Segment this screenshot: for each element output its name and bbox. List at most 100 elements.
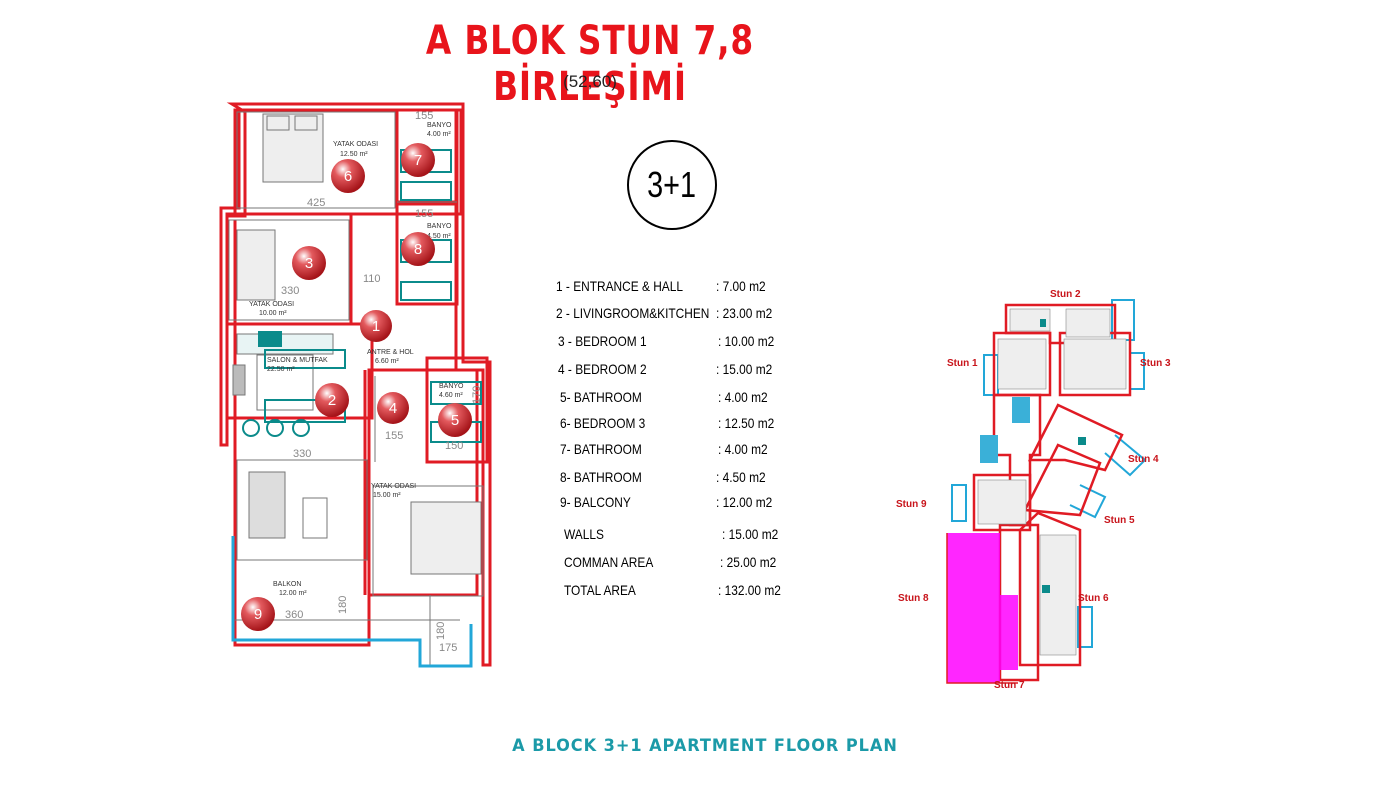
dimension-label: 360 [285, 609, 303, 621]
room-area: 22.50 m² [267, 366, 295, 373]
dimension-label: 330 [281, 285, 299, 297]
room-marker-2: 2 [315, 383, 349, 417]
room-area: 4.50 m² [427, 233, 451, 240]
room-marker-5: 5 [438, 403, 472, 437]
area-row-value: : 10.00 m2 [718, 333, 775, 349]
svg-text:7: 7 [414, 152, 422, 169]
area-row: 1 - ENTRANCE & HALL : 7.00 m2 [556, 278, 796, 298]
room-marker-3: 3 [292, 246, 326, 280]
area-row-label: 4 - BEDROOM 2 [558, 361, 647, 377]
area-row-label: COMMAN AREA [564, 554, 654, 570]
page-subtitle: (52,60) [563, 72, 617, 91]
area-row-label: 6- BEDROOM 3 [560, 415, 646, 431]
area-row-value: : 4.50 m2 [716, 469, 766, 485]
area-row: 5- BATHROOM : 4.00 m2 [556, 389, 796, 409]
block-label-stun-1: Stun 1 [947, 358, 978, 369]
room-marker-9: 9 [241, 597, 275, 631]
dimension-label: 155 [415, 208, 433, 220]
dimension-label: 425 [307, 197, 325, 209]
area-row: 6- BEDROOM 3 : 12.50 m2 [556, 415, 796, 435]
area-row-value: : 25.00 m2 [720, 554, 777, 570]
area-row-value: : 4.00 m2 [718, 441, 768, 457]
page-title: A BLOK STUN 7,8 BİRLEŞİMİ [425, 18, 755, 110]
svg-text:8: 8 [414, 241, 422, 258]
area-row: 2 - LIVINGROOM&KITCHEN : 23.00 m2 [556, 305, 796, 325]
area-row: 7- BATHROOM : 4.00 m2 [556, 441, 796, 461]
block-label-stun-7: Stun 7 [994, 680, 1025, 691]
svg-text:6: 6 [344, 168, 352, 185]
area-row: WALLS: 15.00 m2 [556, 526, 796, 546]
area-row-label: 5- BATHROOM [560, 389, 642, 405]
area-row-value: : 12.50 m2 [718, 415, 775, 431]
room-label: YATAK ODASI [371, 483, 416, 490]
dimension-label: 155 [385, 430, 403, 442]
room-area: 15.00 m² [373, 492, 401, 499]
area-row-value: : 15.00 m2 [716, 361, 773, 377]
area-row: 8- BATHROOM : 4.50 m2 [556, 469, 796, 489]
room-area: 12.50 m² [340, 151, 368, 158]
balcony-outline [231, 536, 473, 668]
room-marker-6: 6 [331, 159, 365, 193]
dimension-label: 150 [445, 440, 463, 452]
svg-text:4: 4 [389, 400, 397, 417]
svg-text:5: 5 [451, 412, 459, 429]
unit-type-badge: 3+1 [627, 140, 717, 230]
area-row: COMMAN AREA : 25.00 m2 [556, 554, 796, 574]
dimension-label: 175 [439, 642, 457, 654]
area-row-value: : 15.00 m2 [722, 526, 779, 542]
area-row-label: 1 - ENTRANCE & HALL [556, 278, 683, 294]
room-marker-8: 8 [401, 232, 435, 266]
room-label: YATAK ODASI [333, 141, 378, 148]
highlighted-unit [947, 533, 1018, 683]
area-row-value: : 4.00 m2 [718, 389, 768, 405]
block-label-stun-8: Stun 8 [898, 593, 929, 604]
svg-text:2: 2 [328, 392, 336, 409]
area-row-label: 3 - BEDROOM 1 [558, 333, 647, 349]
area-row-label: 2 - LIVINGROOM&KITCHEN [556, 305, 710, 321]
block-label-stun-6: Stun 6 [1078, 593, 1109, 604]
room-area: 6.60 m² [375, 358, 399, 365]
room-area: 4.00 m² [427, 131, 451, 138]
block-label-stun-2: Stun 2 [1050, 289, 1081, 300]
block-label-stun-9: Stun 9 [896, 499, 927, 510]
block-label-stun-5: Stun 5 [1104, 515, 1135, 526]
area-row-label: 9- BALCONY [560, 494, 631, 510]
area-row-label: 7- BATHROOM [560, 441, 642, 457]
block-key-plan: Stun 2 Stun 1 Stun 3 Stun 4 Stun 9 Stun … [896, 289, 1171, 691]
room-label: SALON & MUTFAK [267, 357, 328, 364]
room-area: 12.00 m² [279, 590, 307, 597]
dimension-label: 330 [293, 448, 311, 460]
room-label: BALKON [273, 581, 301, 588]
svg-text:3: 3 [305, 255, 313, 272]
room-label: YATAK ODASI [249, 301, 294, 308]
block-label-stun-4: Stun 4 [1128, 454, 1159, 465]
area-row-label: 8- BATHROOM [560, 469, 642, 485]
area-row-value: : 12.00 m2 [716, 494, 773, 510]
dimension-label: 170 [471, 386, 483, 404]
dimension-label: 180 [435, 622, 447, 640]
area-row-value: : 132.00 m2 [718, 582, 781, 598]
footer-caption: A BLOCK 3+1 APARTMENT FLOOR PLAN [512, 736, 898, 756]
room-label: BANYO [427, 223, 452, 230]
room-marker-4: 4 [377, 392, 409, 424]
room-label: BANYO [427, 122, 452, 129]
svg-text:1: 1 [372, 318, 380, 335]
area-row: TOTAL AREA: 132.00 m2 [556, 582, 796, 602]
room-label: BANYO [439, 383, 464, 390]
area-row-value: : 7.00 m2 [716, 278, 766, 294]
area-row-value: : 23.00 m2 [716, 305, 773, 321]
dimension-label: 180 [337, 596, 349, 614]
room-marker-1: 1 [360, 310, 392, 342]
room-area: 10.00 m² [259, 310, 287, 317]
room-area: 4.60 m² [439, 392, 463, 399]
block-label-stun-3: Stun 3 [1140, 358, 1171, 369]
area-row: 4 - BEDROOM 2 : 15.00 m2 [556, 361, 796, 381]
room-marker-7: 7 [401, 143, 435, 177]
area-row: 3 - BEDROOM 1 : 10.00 m2 [556, 333, 796, 353]
svg-text:9: 9 [254, 606, 262, 623]
area-row: 9- BALCONY : 12.00 m2 [556, 494, 796, 514]
unit-type-label: 3+1 [647, 164, 697, 205]
room-label: ANTRE & HOL [367, 349, 414, 356]
dimension-label: 110 [363, 273, 381, 285]
apartment-floor-plan: YATAK ODASI 12.50 m² BANYO 4.00 m² BANYO… [219, 102, 492, 668]
